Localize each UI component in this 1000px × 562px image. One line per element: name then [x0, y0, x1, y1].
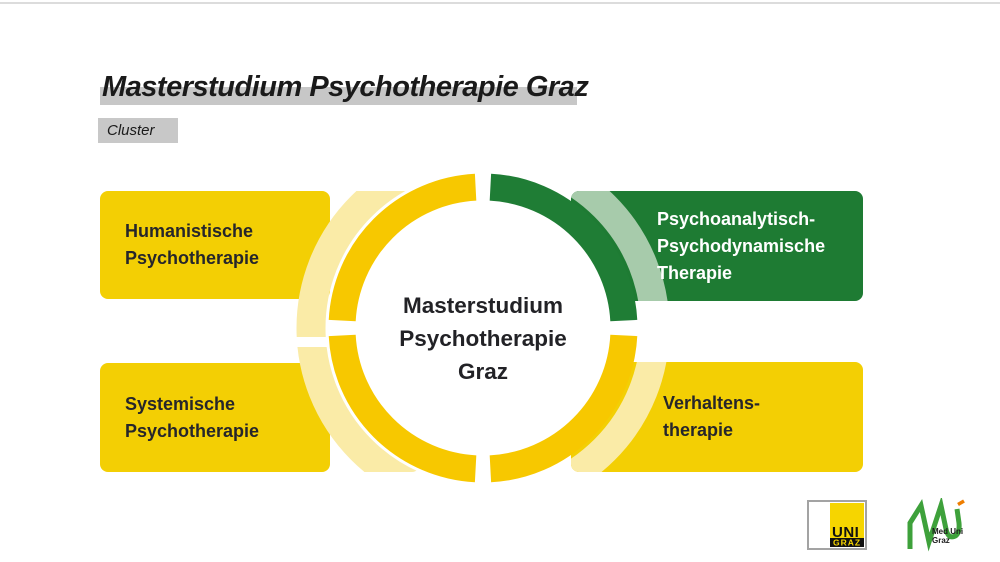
- meduni-logo-mu-mark: [907, 498, 962, 552]
- page-top-divider: [0, 2, 1000, 4]
- meduni-logo-text-line2: Graz: [932, 536, 950, 545]
- unigraz-logo-graz-label: GRAZ: [833, 538, 861, 548]
- accent-arc-top-left: [296, 191, 420, 337]
- cluster-label-systemische: Systemische Psychotherapie: [125, 393, 260, 441]
- diagram-center-label: Masterstudium Psychotherapie Graz: [399, 293, 567, 384]
- meduni-logo-orange-tick: [957, 499, 965, 507]
- page-title: Masterstudium Psychotherapie Graz: [102, 71, 589, 103]
- ring-segment-top-left: [328, 173, 477, 322]
- cluster-box-bottom-left: [100, 363, 330, 472]
- cluster-label-psychoanalytisch: Psychoanalytisch- Psychodynamische Thera…: [657, 208, 826, 283]
- ring-segment-top-right: [489, 173, 638, 322]
- cluster-label-humanistische: Humanistische Psychotherapie: [125, 221, 260, 268]
- ring-segment-bottom-right: [489, 334, 638, 483]
- ring-segment-bottom-left: [328, 334, 477, 483]
- cluster-badge: Cluster: [98, 118, 178, 143]
- unigraz-logo-black-bar: [830, 538, 864, 547]
- unigraz-logo: UNI GRAZ: [807, 500, 867, 550]
- cluster-box-top-left: [100, 191, 330, 299]
- meduni-logo: Med Uni Graz: [907, 498, 965, 552]
- unigraz-logo-uni-text: UNI: [832, 524, 859, 541]
- inner-circle: [355, 200, 611, 456]
- meduni-logo-text-line1: Med Uni: [932, 527, 963, 536]
- title-highlight-bar: [100, 87, 577, 105]
- cluster-label-verhaltens: Verhaltens- therapie: [663, 393, 761, 440]
